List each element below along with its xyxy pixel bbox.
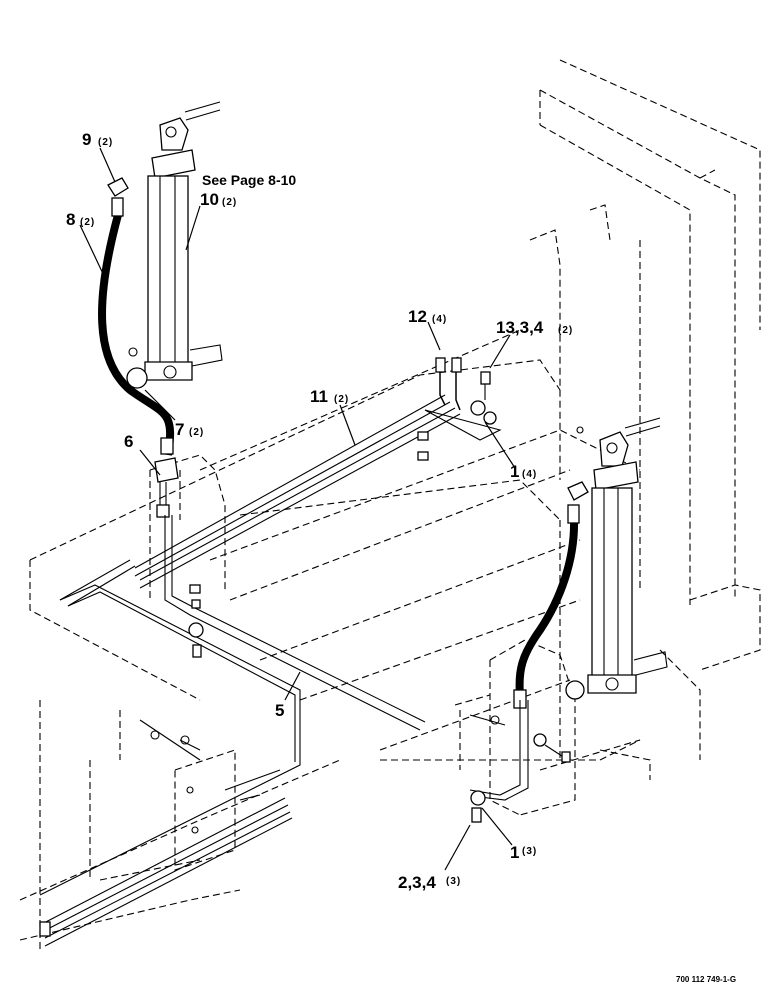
svg-text:13,3,4: 13,3,4	[496, 318, 544, 337]
svg-text:(2): (2)	[222, 197, 237, 208]
svg-text:1: 1	[510, 843, 519, 862]
svg-text:12: 12	[408, 307, 427, 326]
platform-floor	[19, 329, 641, 950]
svg-text:(2): (2)	[334, 394, 349, 405]
frame-outline	[529, 59, 761, 780]
svg-text:2,3,4: 2,3,4	[398, 873, 436, 892]
lower-left-plate	[139, 719, 281, 871]
hydraulic-tubes-11	[39, 357, 462, 947]
svg-text:(3): (3)	[446, 876, 461, 887]
svg-text:700 112 749-1-G: 700 112 749-1-G	[676, 975, 736, 984]
svg-text:1: 1	[510, 462, 519, 481]
callout-12: 12 (4)	[408, 307, 447, 326]
svg-text:10: 10	[200, 190, 219, 209]
right-hydraulic-cylinder	[565, 417, 668, 700]
svg-text:See Page 8-10: See Page 8-10	[202, 172, 296, 188]
callout-11: 11 (2)	[310, 387, 349, 406]
callout-6: 6	[124, 432, 133, 451]
callout-7: 7 (2)	[175, 420, 204, 439]
right-hinge-bracket	[454, 639, 576, 816]
callout-2-3-4: 2,3,4 (3)	[398, 873, 461, 892]
svg-text:8: 8	[66, 210, 75, 229]
callout-1-upper: 1 (4)	[510, 462, 537, 481]
leader-lines	[79, 147, 516, 871]
callout-9: 9 (2)	[82, 130, 113, 149]
clamp-upper	[417, 371, 502, 461]
callout-5: 5	[275, 701, 284, 720]
callout-13-3-4: 13,3,4 (2)	[496, 318, 573, 337]
tee-fitting	[154, 457, 179, 518]
left-hydraulic-cylinder	[126, 101, 223, 389]
right-hose	[513, 481, 589, 709]
hydraulic-tube-5	[39, 515, 426, 896]
svg-text:5: 5	[275, 701, 284, 720]
callout-1-lower: 1 (3)	[510, 843, 537, 862]
drawing-number: 700 112 749-1-G	[676, 975, 736, 984]
svg-text:(4): (4)	[522, 469, 537, 480]
svg-text:(3): (3)	[522, 846, 537, 857]
left-hose	[98, 177, 175, 456]
svg-text:(2): (2)	[98, 137, 113, 148]
clamp-right	[469, 700, 571, 823]
svg-text:7: 7	[175, 420, 184, 439]
callout-10: 10 (2)	[200, 190, 237, 209]
svg-text:6: 6	[124, 432, 133, 451]
svg-text:9: 9	[82, 130, 91, 149]
svg-text:(2): (2)	[189, 427, 204, 438]
clamp-left	[188, 584, 204, 658]
see-page-note: See Page 8-10	[202, 172, 296, 188]
callout-8: 8 (2)	[66, 210, 95, 229]
svg-text:(2): (2)	[80, 217, 95, 228]
svg-text:11: 11	[310, 387, 328, 406]
svg-text:(4): (4)	[432, 314, 447, 325]
svg-text:(2): (2)	[558, 325, 573, 336]
